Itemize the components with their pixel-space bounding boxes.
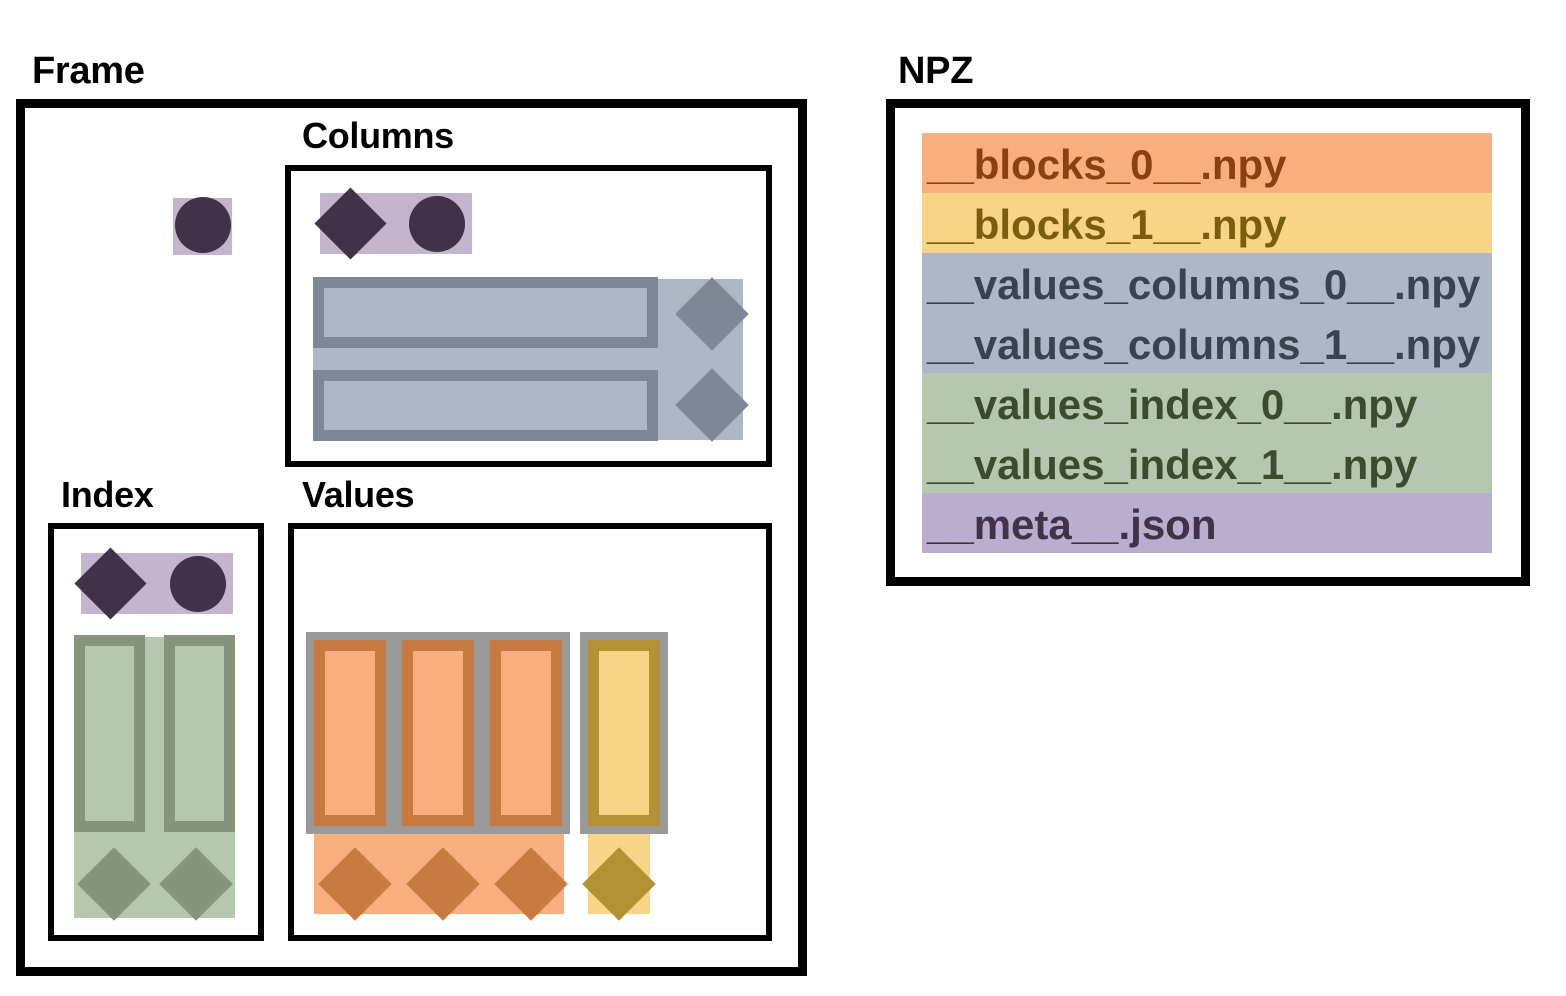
frame-lone-circle-icon (175, 197, 231, 253)
index-bar (164, 635, 235, 832)
npz-entry-row[interactable]: __blocks_0__.npy (922, 133, 1492, 193)
index-bar (74, 635, 145, 832)
npz-box (886, 99, 1530, 586)
npz-entry-label: __blocks_1__.npy (927, 201, 1287, 248)
index-title: Index (61, 474, 154, 515)
npz-entry-label: __values_index_1__.npy (927, 441, 1418, 488)
npz-entry-row[interactable]: __blocks_1__.npy (922, 193, 1492, 253)
npz-entry-list: __blocks_0__.npy __blocks_1__.npy __values… (922, 133, 1492, 553)
index-header-circle-icon (170, 556, 226, 612)
values-bar-blocks_0 (306, 632, 394, 834)
npz-title: NPZ (898, 50, 974, 92)
values-bar-blocks_0 (394, 632, 482, 834)
npz-entry-row[interactable]: __values_index_0__.npy (922, 373, 1492, 433)
npz-entry-row[interactable]: __values_index_1__.npy (922, 433, 1492, 493)
index-box (48, 523, 264, 941)
values-title: Values (302, 474, 415, 515)
columns-title: Columns (302, 115, 454, 156)
columns-header-circle-icon (409, 196, 465, 252)
npz-entry-label: __meta__.json (927, 501, 1217, 548)
npz-entry-row[interactable]: __values_columns_0__.npy (922, 253, 1492, 313)
columns-bar (313, 277, 658, 348)
npz-entry-label: __blocks_0__.npy (927, 141, 1287, 188)
frame-title: Frame (32, 50, 145, 92)
frame-box (16, 99, 807, 976)
columns-bar (313, 370, 658, 441)
values-bar-blocks_0 (482, 632, 570, 834)
npz-entry-row[interactable]: __meta__.json (922, 493, 1492, 553)
npz-entry-label: __values_index_0__.npy (927, 381, 1418, 428)
npz-entry-row[interactable]: __values_columns_1__.npy (922, 313, 1492, 373)
values-bar-blocks_1 (580, 632, 668, 834)
values-box (288, 523, 772, 941)
columns-box (285, 165, 772, 467)
npz-entry-label: __values_columns_1__.npy (927, 321, 1481, 368)
npz-entry-label: __values_columns_0__.npy (927, 261, 1481, 308)
